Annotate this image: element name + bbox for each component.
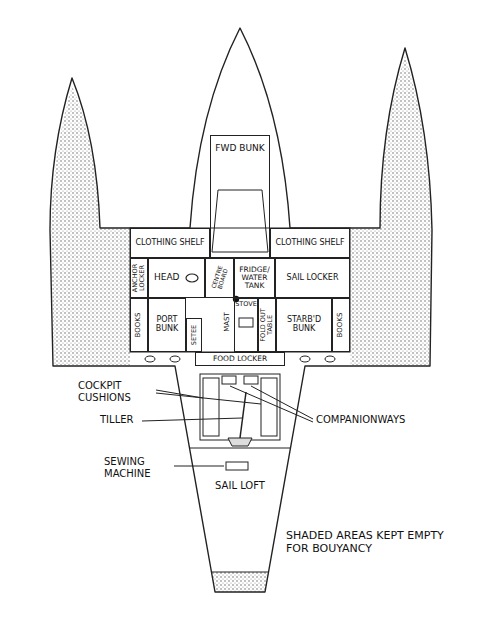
callout-label: SAIL LOFT: [215, 480, 265, 492]
callout-label: COCKPIT CUSHIONS: [78, 380, 156, 403]
compartment-box: PORT BUNK: [148, 298, 186, 352]
compartment-label: FOLD OUT TABLE: [260, 300, 274, 350]
sewing-machine-symbol: [226, 462, 248, 470]
bunk-cushion: [212, 190, 268, 252]
compartment-box: ANCHOR LOCKER: [130, 258, 148, 298]
compartment-box: CLOTHING SHELF: [270, 228, 350, 258]
stern-line: [211, 572, 269, 573]
stove-symbol: [239, 318, 253, 327]
callout-label: TILLER: [100, 414, 144, 426]
compartment-box: FWD BUNK: [210, 135, 270, 258]
compartment-box: HEAD: [148, 258, 205, 298]
tiller: [240, 392, 246, 438]
compartment-label: PORT BUNK: [151, 316, 183, 334]
compartment-box: STOVE: [234, 298, 258, 352]
sail-loft-bulkhead: [189, 448, 291, 449]
compartment-label: SAIL LOCKER: [287, 274, 339, 283]
compartment-label: CLOTHING SHELF: [135, 239, 204, 248]
compartment-label: BOOKS: [337, 300, 344, 350]
compartment-label: SETEE: [191, 320, 198, 350]
hull-outline: [50, 28, 432, 592]
compartment-label: CENTRE BOARD: [207, 256, 232, 301]
toilet-symbol: [186, 274, 198, 282]
callout-label: SEWING MACHINE: [104, 456, 174, 479]
compartment-box: FOLD OUT TABLE: [258, 298, 276, 352]
compartment-label: FRIDGE/ WATER TANK: [237, 266, 272, 291]
callout-label: SHADED AREAS KEPT EMPTY FOR BOUYANCY: [286, 530, 446, 555]
rudder-head: [228, 438, 252, 446]
compartment-label: STARB'D BUNK: [279, 316, 329, 334]
buoyancy-shading: [51, 56, 431, 592]
cockpit: [200, 374, 280, 440]
callout-label: COMPANIONWAYS: [316, 414, 436, 426]
compartment-box: FRIDGE/ WATER TANK: [234, 258, 275, 298]
compartment-box: CENTRE BOARD: [205, 258, 234, 298]
compartment-box: SETEE: [186, 318, 202, 352]
compartment-label: STOVE: [235, 301, 257, 308]
compartment-label: BOOKS: [135, 300, 142, 350]
compartment-label: FWD BUNK: [215, 144, 264, 154]
compartment-label: FOOD LOCKER: [213, 355, 267, 363]
compartment-box: CLOTHING SHELF: [130, 228, 210, 258]
callout-label: MAST: [223, 307, 231, 337]
compartment-box: BOOKS: [332, 298, 350, 352]
compartment-label: ANCHOR LOCKER: [132, 260, 146, 296]
compartment-box: BOOKS: [130, 298, 148, 352]
leader-lines: [142, 386, 313, 466]
compartment-label: HEAD: [154, 273, 180, 283]
compartment-box: SAIL LOCKER: [275, 258, 350, 298]
compartment-box: FOOD LOCKER: [195, 352, 285, 366]
compartment-label: CLOTHING SHELF: [275, 239, 344, 248]
compartment-box: STARB'D BUNK: [276, 298, 332, 352]
cabin-outline: [130, 228, 350, 352]
